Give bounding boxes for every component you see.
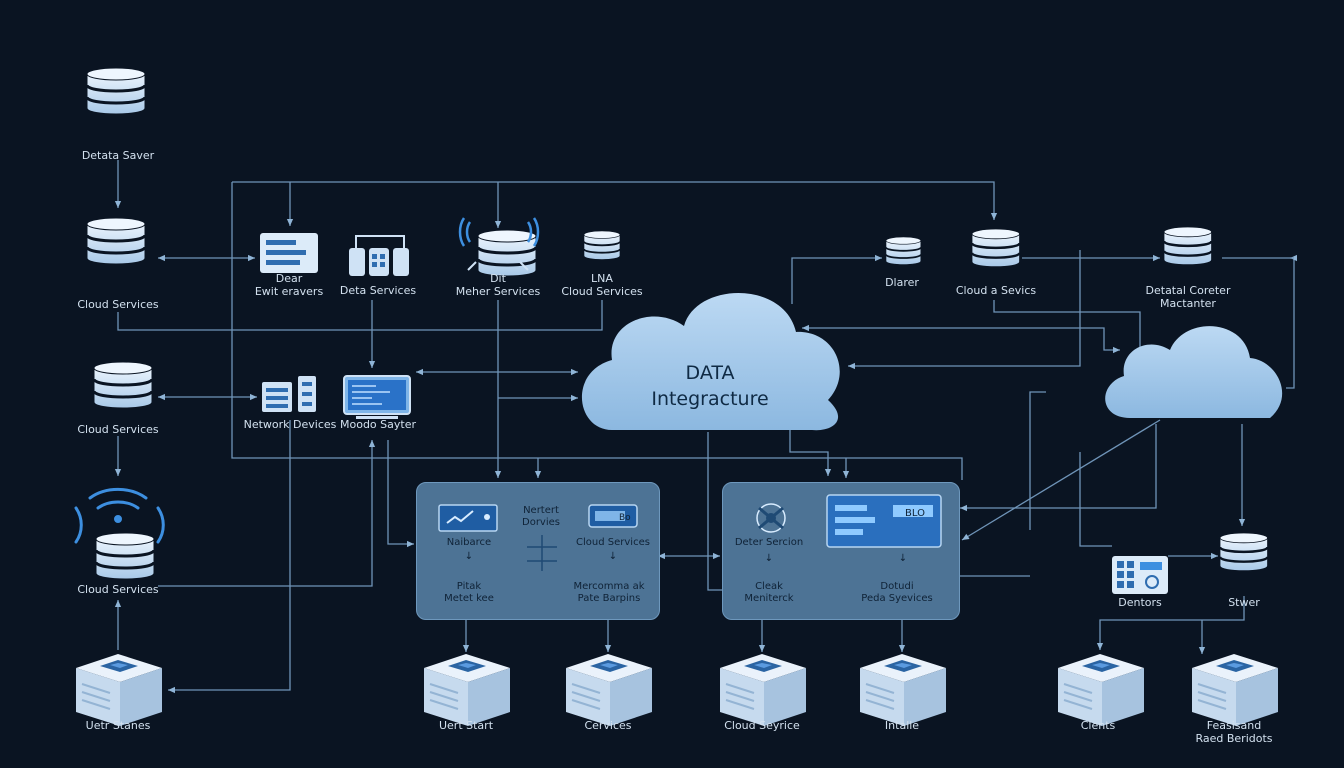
panel2-badge: BLO — [905, 508, 925, 519]
database-icon — [885, 236, 922, 266]
network-device-icon — [262, 376, 316, 412]
network-switch-icon — [349, 235, 409, 276]
label-cervices: Cervices — [584, 719, 632, 732]
server-box-icon — [75, 653, 163, 727]
network-hub-icon — [756, 503, 786, 533]
server-box-icon — [719, 653, 807, 727]
panel1-naibarce: Naibarce — [446, 537, 492, 548]
panel1-cloud-services: Cloud Services — [576, 537, 650, 548]
server-box-icon — [1057, 653, 1145, 727]
label-deta-services: Deta Services — [339, 284, 417, 297]
panel2-arrow-1: ↓ — [764, 553, 774, 564]
label-cloud-a-sevics: Cloud a Sevics — [955, 284, 1037, 297]
storage-unit-icon: Bo — [588, 504, 638, 528]
label-moodo-sayter: Moodo Sayter — [340, 418, 416, 431]
label-network-devices: Network Devices — [243, 418, 337, 431]
database-icon — [970, 227, 1021, 268]
label-cloud-services-1: Cloud Services — [77, 298, 159, 311]
label-cloud-seyrice: Cloud Seyrice — [724, 719, 800, 732]
label-dlarer: Dlarer — [885, 276, 919, 289]
secondary-cloud — [1105, 326, 1283, 418]
server-box-icon — [423, 653, 511, 727]
label-uert-start: Uert Start — [438, 719, 494, 732]
database-icon — [1162, 225, 1213, 266]
wireless-signal-icon — [74, 487, 165, 544]
label-uetr-stanes: Uetr Stanes — [85, 719, 151, 732]
label-dentors: Dentors — [1118, 596, 1162, 609]
control-panel-icon — [1112, 556, 1168, 594]
label-stwer: Stwer — [1228, 596, 1260, 609]
server-box-icon — [1191, 653, 1279, 727]
panel1-arrow-2: ↓ — [608, 551, 618, 562]
label-cloud-services-2: Cloud Services — [77, 423, 159, 436]
database-icon — [583, 230, 621, 261]
branch-icon — [527, 535, 557, 571]
chart-monitor-icon — [438, 504, 498, 532]
wireless-database-icon — [458, 217, 540, 278]
panel1-badge: Bo — [619, 513, 631, 523]
database-icon — [92, 360, 154, 410]
server-rack-icon — [260, 233, 318, 273]
panel2-arrow-2: ↓ — [898, 553, 908, 564]
database-icon — [85, 216, 147, 266]
database-icon — [85, 66, 147, 116]
data-cloud — [581, 292, 840, 431]
label-clents: Clents — [1080, 719, 1116, 732]
database-icon — [1218, 531, 1269, 572]
panel1-arrow-1: ↓ — [464, 551, 474, 562]
monitor-icon — [343, 375, 411, 419]
server-box-icon — [859, 653, 947, 727]
dashboard-panel-icon: BLO — [826, 494, 942, 548]
panel2-deter-sercion: Deter Sercion — [734, 537, 804, 548]
label-detata-saver: Detata Saver — [81, 149, 155, 162]
database-icon — [94, 531, 156, 581]
label-cloud-services-3: Cloud Services — [77, 583, 159, 596]
server-box-icon — [565, 653, 653, 727]
label-intalle: Intalle — [884, 719, 920, 732]
